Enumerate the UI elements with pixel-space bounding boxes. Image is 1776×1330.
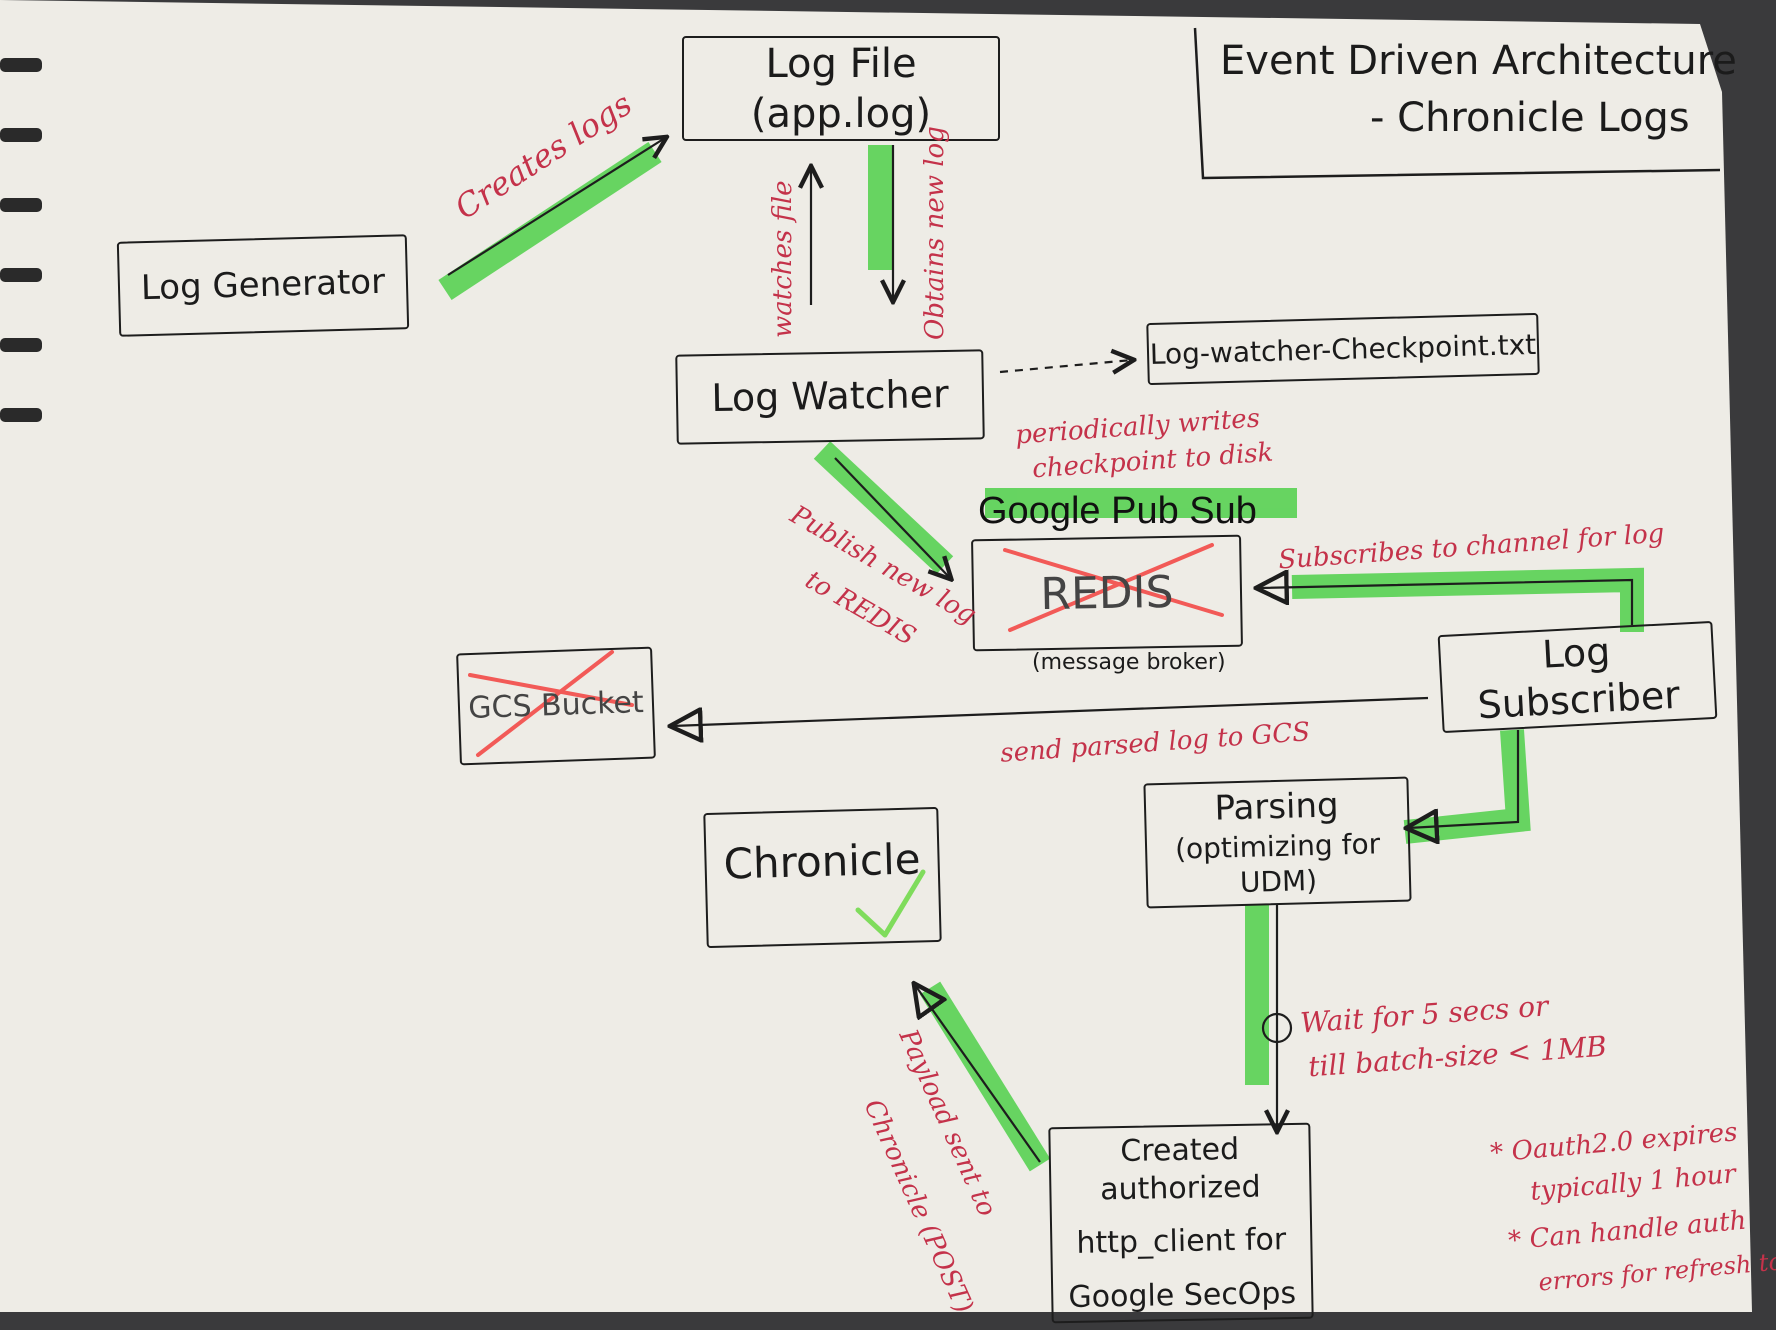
parsing-label: Parsing [1214,785,1340,829]
http-client-line2: http_client for [1076,1222,1287,1261]
strike-redis-b [1008,543,1214,632]
log-file-node: Log File (app.log) [682,36,1000,141]
strike-redis-a [1003,548,1224,617]
diagram-title-line1: Event Driven Architecture [1220,38,1737,84]
log-generator-node: Log Generator [116,234,410,337]
arrow-subscriber-to-broker [1258,580,1634,625]
highlight-to-parsing [1403,729,1531,844]
parsing-node: Parsing (optimizing for UDM) [1143,776,1412,909]
arrow-watcher-to-checkpoint [999,360,1132,372]
check-icon [855,869,926,938]
redis-broker-node: REDIS [971,534,1243,652]
diagram-title-line2: - Chronicle Logs [1370,95,1690,141]
obtains-new-log-label: Obtains new log [920,126,950,340]
log-subscriber-label: Log Subscriber [1476,628,1681,728]
checkpoint-file-node: Log-watcher-Checkpoint.txt [1146,312,1540,386]
log-subscriber-node: Log Subscriber [1437,620,1718,734]
log-watcher-label: Log Watcher [710,372,949,421]
spiral-binding [0,58,42,422]
log-generator-label: Log Generator [140,262,386,309]
log-file-label: Log File (app.log) [750,40,932,137]
redis-label: REDIS [1039,566,1175,620]
arrow-watcher-to-broker [834,457,950,578]
highlight-subscribes [1291,567,1644,632]
title-box-frame [1193,27,1721,180]
http-client-line3: Google SecOps [1068,1275,1297,1315]
highlight-pubsub-label [985,488,1297,518]
parsing-sublabel: (optimizing for UDM) [1174,827,1381,899]
gcs-bucket-node: GCS Bucket [456,646,656,766]
gcs-bucket-label: GCS Bucket [467,685,645,727]
watches-file-label: watches file [768,180,798,338]
highlight-creates-logs [438,141,662,301]
chronicle-node: Chronicle [703,806,942,949]
arrow-generator-to-logfile [447,138,665,276]
strike-gcs-a [468,673,634,707]
message-broker-caption: (message broker) [1032,650,1226,675]
checkpoint-file-label: Log-watcher-Checkpoint.txt [1149,327,1537,371]
wait-marker-circle [1261,1012,1293,1044]
http-client-node: Created authorized http_client for Googl… [1048,1122,1314,1324]
chronicle-label: Chronicle [723,834,922,889]
strike-gcs-b [476,650,614,757]
http-client-line1: Created authorized [1099,1131,1261,1207]
arrow-subscriber-to-parsing [1408,730,1520,828]
pubsub-label: Google Pub Sub [978,490,1257,532]
arrow-client-to-chronicle [915,985,1041,1163]
log-watcher-node: Log Watcher [675,349,985,445]
arrow-subscriber-to-gcs [672,696,1429,726]
